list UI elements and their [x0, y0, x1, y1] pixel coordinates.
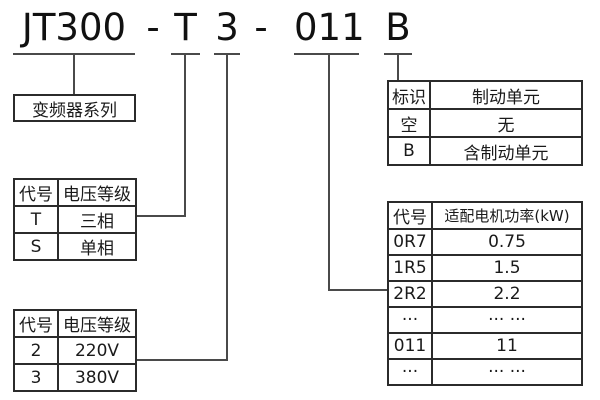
underline-power: [294, 53, 359, 55]
phase-table: 代号 电压等级 T 三相 S 单相: [13, 178, 137, 261]
underline-brake: [384, 53, 412, 55]
table-row: T 三相: [13, 205, 137, 234]
table-row: 3 380V: [13, 363, 137, 392]
model-separator-1: -: [146, 6, 160, 49]
voltage-table: 代号 电压等级 2 220V 3 380V: [13, 309, 137, 392]
phase-header-code: 代号: [13, 178, 59, 207]
voltage-header-value: 电压等级: [57, 309, 137, 338]
brake-table-header-row: 标识 制动单元: [387, 80, 583, 110]
voltage-value-3: 380V: [57, 363, 137, 392]
table-row: B 含制动单元: [387, 136, 583, 166]
power-value-ellipsis-2: ··· ···: [431, 358, 583, 386]
voltage-code-3: 3: [13, 363, 59, 392]
table-row: 2R2 2.2: [387, 280, 583, 308]
series-label: 变频器系列: [32, 100, 117, 121]
power-code-011: 011: [387, 332, 433, 360]
table-row: 2 220V: [13, 336, 137, 365]
power-code-ellipsis-1: ···: [387, 306, 433, 334]
power-code-1R5: 1R5: [387, 254, 433, 282]
phase-value-T: 三相: [57, 205, 137, 234]
connector-power-vertical: [328, 55, 330, 291]
phase-code-S: S: [13, 232, 59, 261]
brake-value-empty: 无: [429, 108, 583, 138]
series-label-box: 变频器系列: [13, 94, 136, 122]
brake-mark-empty: 空: [387, 108, 431, 138]
connector-phase-horizontal: [137, 215, 186, 217]
brake-header-value: 制动单元: [429, 80, 583, 110]
phase-value-S: 单相: [57, 232, 137, 261]
model-separator-2: -: [254, 6, 268, 49]
power-code-2R2: 2R2: [387, 280, 433, 308]
power-value-011: 11: [431, 332, 583, 360]
table-row: 空 无: [387, 108, 583, 138]
power-header-value: 适配电机功率(kW): [431, 201, 583, 230]
underline-phase: [171, 53, 200, 55]
phase-code-T: T: [13, 205, 59, 234]
connector-brake-vertical: [397, 55, 399, 80]
connector-phase-vertical: [184, 55, 186, 217]
phase-header-value: 电压等级: [57, 178, 137, 207]
power-header-code: 代号: [387, 201, 433, 230]
voltage-table-header-row: 代号 电压等级: [13, 309, 137, 338]
model-segment-power: 011: [294, 6, 365, 49]
power-code-ellipsis-2: ···: [387, 358, 433, 386]
underline-voltage: [214, 53, 240, 55]
brake-header-mark: 标识: [387, 80, 431, 110]
voltage-code-2: 2: [13, 336, 59, 365]
table-row: ··· ··· ···: [387, 358, 583, 386]
table-row: 1R5 1.5: [387, 254, 583, 282]
phase-table-header-row: 代号 电压等级: [13, 178, 137, 207]
model-segment-series: JT300: [21, 6, 127, 49]
power-table-header-row: 代号 适配电机功率(kW): [387, 201, 583, 230]
connector-voltage-vertical: [226, 55, 228, 361]
model-segment-phase: T: [174, 6, 197, 49]
model-segment-brake: B: [385, 6, 411, 49]
connector-voltage-horizontal: [137, 359, 228, 361]
power-value-1R5: 1.5: [431, 254, 583, 282]
brake-mark-B: B: [387, 136, 431, 166]
brake-table: 标识 制动单元 空 无 B 含制动单元: [387, 80, 583, 166]
brake-value-B: 含制动单元: [429, 136, 583, 166]
model-segment-voltage: 3: [215, 6, 239, 49]
voltage-value-2: 220V: [57, 336, 137, 365]
table-row: S 单相: [13, 232, 137, 261]
power-table: 代号 适配电机功率(kW) 0R7 0.75 1R5 1.5 2R2 2.2 ·…: [387, 201, 583, 386]
voltage-header-code: 代号: [13, 309, 59, 338]
table-row: 011 11: [387, 332, 583, 360]
table-row: 0R7 0.75: [387, 228, 583, 256]
power-value-2R2: 2.2: [431, 280, 583, 308]
power-value-0R7: 0.75: [431, 228, 583, 256]
connector-series-vertical: [73, 55, 75, 94]
table-row: ··· ··· ···: [387, 306, 583, 334]
connector-power-horizontal: [328, 289, 387, 291]
power-value-ellipsis-1: ··· ···: [431, 306, 583, 334]
underline-series: [13, 53, 135, 55]
power-code-0R7: 0R7: [387, 228, 433, 256]
